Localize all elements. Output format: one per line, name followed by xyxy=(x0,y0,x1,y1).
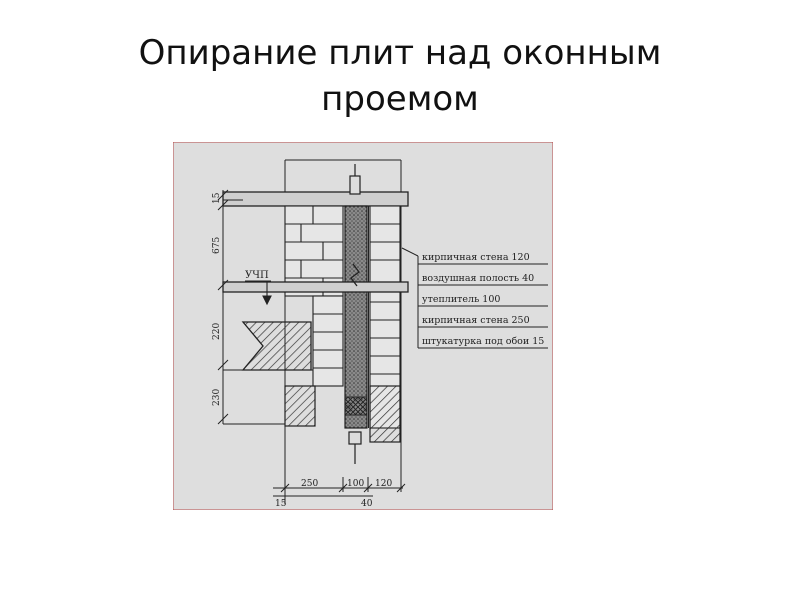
bottom-anchor xyxy=(348,431,362,464)
brick-wall-inner xyxy=(284,205,344,387)
dim-horizontal-15: 15 xyxy=(275,499,287,509)
layer-label-1: воздушная полость 40 xyxy=(422,273,534,284)
dim-horizontal-120: 120 xyxy=(375,479,392,489)
layer-label-3: кирпичная стена 250 xyxy=(422,315,530,326)
top-anchor xyxy=(349,164,361,195)
vertical-dimension-line xyxy=(217,189,313,425)
dim-horizontal-100: 100 xyxy=(347,479,364,489)
title-line-2: проемом xyxy=(321,79,479,119)
layer-label-4: штукатурка под обои 15 xyxy=(422,336,544,347)
layer-label-2: утеплитель 100 xyxy=(422,294,500,305)
dim-vertical-230: 230 xyxy=(212,389,222,406)
insulation-layer xyxy=(344,205,368,429)
top-cap-plate xyxy=(222,191,409,207)
marker-ucp: УЧП xyxy=(245,270,269,281)
mid-floor-slab xyxy=(222,281,409,293)
page-title: Опирание плит над оконным проемом xyxy=(0,30,800,122)
dim-vertical-15: 15 xyxy=(212,192,222,204)
lintel-block xyxy=(284,385,316,427)
lintel-block-outer xyxy=(369,385,401,443)
layer-label-0: кирпичная стена 120 xyxy=(422,252,530,263)
dim-vertical-675: 675 xyxy=(212,237,222,254)
dim-vertical-220: 220 xyxy=(212,323,222,340)
dim-horizontal-250: 250 xyxy=(301,479,318,489)
marker-ucp-arrow xyxy=(245,280,272,306)
lintel-cross-fill xyxy=(344,396,368,416)
label-leaders xyxy=(401,247,548,349)
horizontal-dimension-lines xyxy=(273,477,406,504)
title-line-1: Опирание плит над оконным xyxy=(138,33,662,73)
break-mark-top xyxy=(350,263,360,287)
dim-horizontal-40: 40 xyxy=(361,499,373,509)
wall-section-drawing: кирпичная стена 120 воздушная полость 40… xyxy=(173,142,553,510)
